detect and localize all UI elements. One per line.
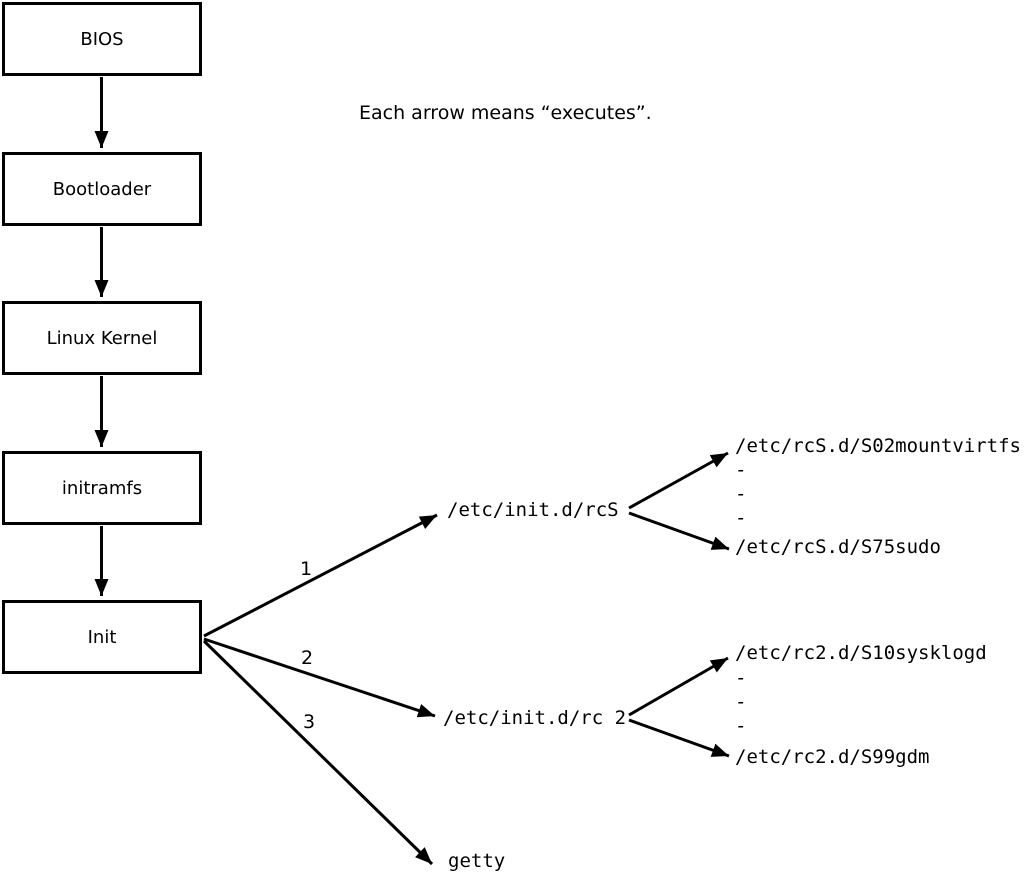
- arrow-rc2-to-s10sysklogd: [628, 656, 729, 717]
- leaf-rc2-ellipsis-dash: -: [735, 667, 747, 689]
- flow-box-initramfs: initramfs: [2, 451, 202, 525]
- flow-box-initramfs-label: initramfs: [61, 477, 143, 499]
- leaf-rc2-ellipsis-dash: -: [735, 715, 747, 737]
- arrow-rcs-to-s75sudo: [628, 511, 730, 551]
- leaf-rc2-ellipsis-dash: -: [735, 691, 747, 713]
- node-getty-label: getty: [448, 850, 506, 872]
- leaf-rcs-ellipsis-dash: -: [735, 483, 747, 505]
- flow-box-linux-kernel: Linux Kernel: [2, 301, 202, 375]
- leaf-rc2-s99gdm: /etc/rc2.d/S99gdm: [735, 746, 930, 768]
- arrow-init-to-getty: [202, 639, 434, 866]
- branch-label-2: 2: [301, 647, 314, 669]
- flow-box-bios: BIOS: [2, 2, 202, 76]
- arrow-rc2-to-s99gdm: [628, 718, 730, 758]
- flow-box-bootloader: Bootloader: [2, 152, 202, 226]
- leaf-rcs-s02mountvirtfs: /etc/rcS.d/S02mountvirtfs: [735, 435, 1021, 457]
- arrow-rcs-to-s02mountvirtfs: [628, 451, 729, 510]
- flow-box-bootloader-label: Bootloader: [52, 178, 152, 200]
- node-rcs-label: /etc/init.d/rcS: [447, 499, 619, 521]
- branch-label-3: 3: [303, 711, 316, 733]
- flow-box-init-label: Init: [87, 626, 117, 648]
- flow-box-bios-label: BIOS: [80, 28, 124, 50]
- leaf-rcs-ellipsis-dash: -: [735, 507, 747, 529]
- branch-label-1: 1: [300, 558, 313, 580]
- leaf-rcs-s75sudo: /etc/rcS.d/S75sudo: [735, 536, 941, 558]
- legend-note: Each arrow means “executes”.: [359, 102, 652, 124]
- flow-box-init: Init: [2, 600, 202, 674]
- flow-box-linux-kernel-label: Linux Kernel: [46, 327, 158, 349]
- arrow-init-to-rcs: [203, 513, 438, 638]
- leaf-rcs-ellipsis-dash: -: [735, 459, 747, 481]
- leaf-rc2-s10sysklogd: /etc/rc2.d/S10sysklogd: [735, 642, 987, 664]
- node-rc2-label: /etc/init.d/rc 2: [443, 707, 627, 729]
- arrow-init-to-rc2: [203, 637, 436, 718]
